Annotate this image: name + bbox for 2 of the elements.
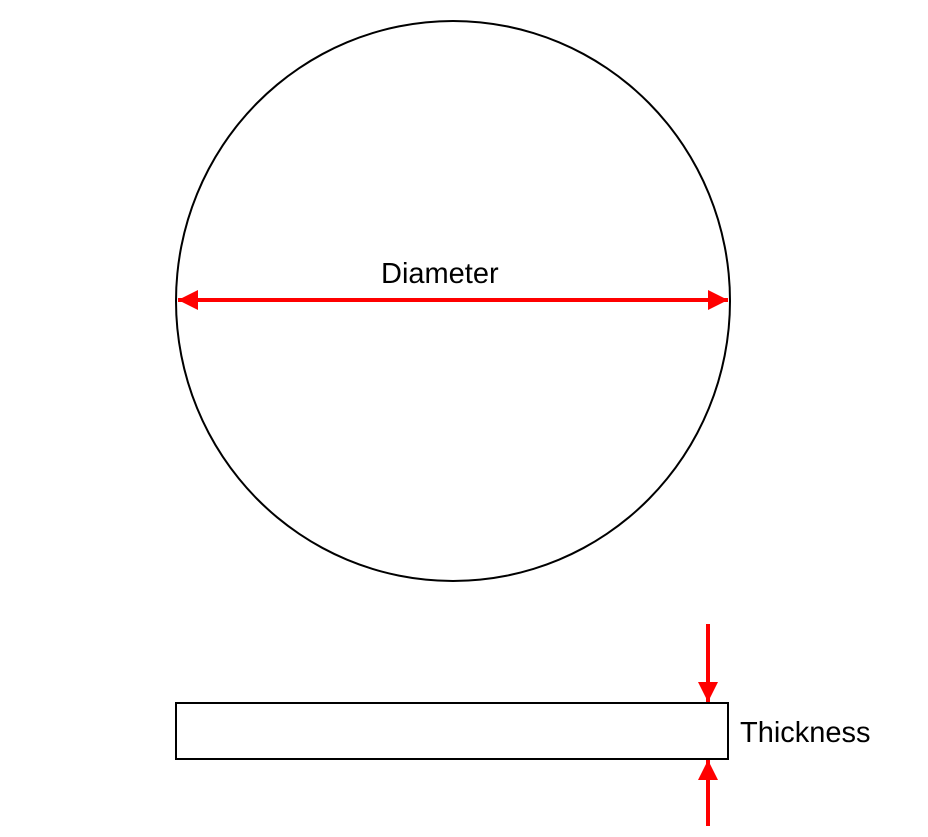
dimension-label: Thickness xyxy=(740,717,871,750)
dimension-label: Diameter xyxy=(381,258,499,291)
